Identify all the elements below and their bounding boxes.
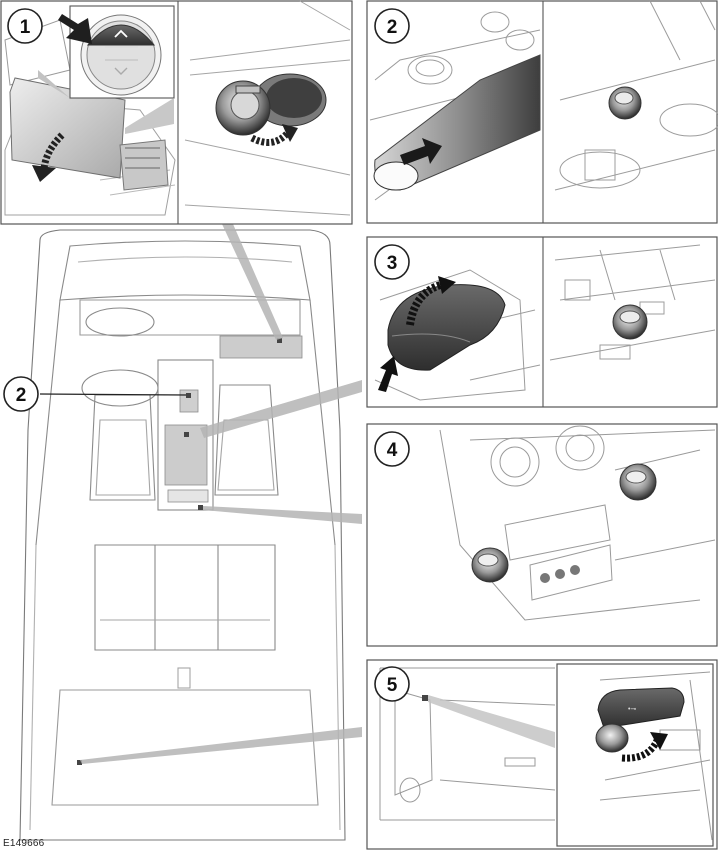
panel-4: 4 xyxy=(366,423,718,647)
rotate-arrow xyxy=(250,127,293,146)
panel-1-callout: 1 xyxy=(20,17,31,38)
cover-panel xyxy=(9,77,126,179)
socket-cover xyxy=(597,687,685,729)
panel-3-callout: 3 xyxy=(387,253,398,274)
lift-arrow xyxy=(406,280,447,326)
usb-symbol: •⊸ xyxy=(628,706,636,713)
panel-2-callout: 2 xyxy=(387,17,398,38)
panel-5-callout: 5 xyxy=(387,675,398,696)
leader-line-overview-2 xyxy=(39,393,187,396)
overview-highlights xyxy=(77,335,303,765)
panel-4-callout: 4 xyxy=(387,440,398,461)
panel-3: 3 xyxy=(366,236,718,408)
panel-1: 1 xyxy=(0,0,353,225)
highlight-zone-1 xyxy=(219,335,303,359)
slide-arrow xyxy=(400,138,442,165)
leader-beams xyxy=(80,224,362,764)
leader-beam-panel-1 xyxy=(222,224,283,340)
vehicle-overview xyxy=(19,229,346,841)
highlight-zone-4 xyxy=(167,489,209,503)
panel-2: 2 xyxy=(366,0,718,224)
push-arrow xyxy=(58,14,92,44)
panel-5: •⊸ 5 xyxy=(366,659,718,850)
figure-id-label: E149666 xyxy=(3,838,45,849)
leader-beam-panel-4 xyxy=(203,506,362,524)
leader-beam-panel-5 xyxy=(80,727,362,764)
overview-callout-2-number: 2 xyxy=(16,385,27,406)
overview-callout-2: 2 xyxy=(3,376,39,412)
leader-beam-panel-3 xyxy=(200,380,362,438)
